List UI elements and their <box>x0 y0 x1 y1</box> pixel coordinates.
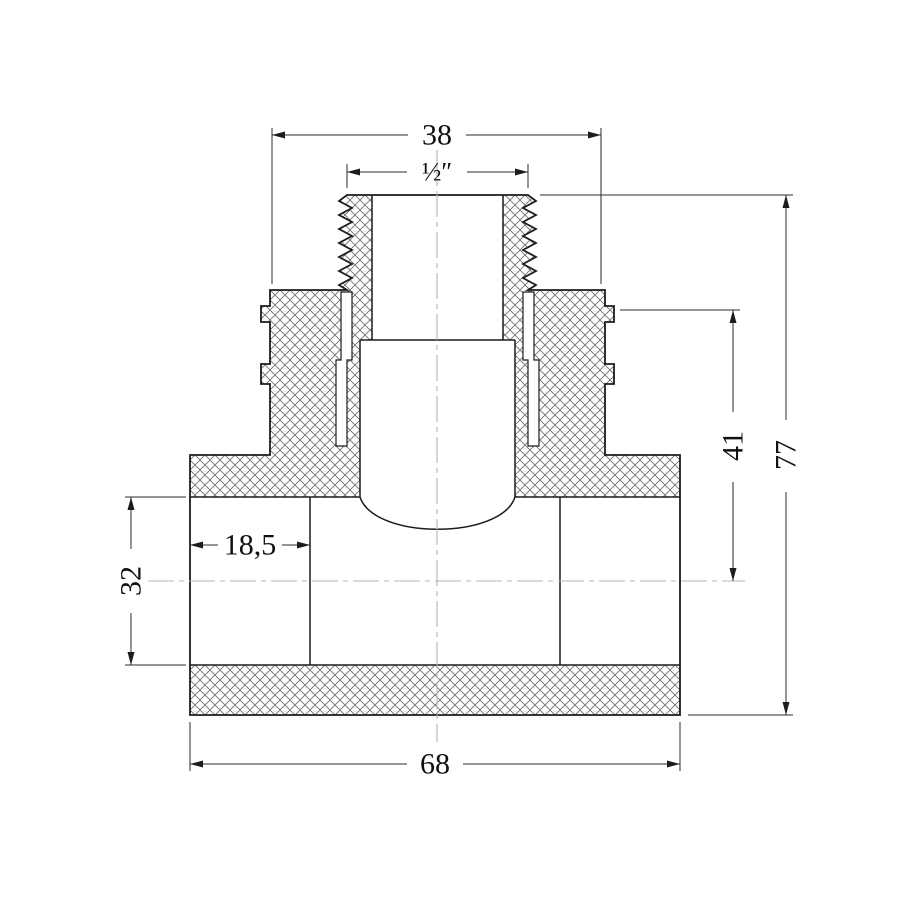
dimension-bore-diameter: 32 <box>115 496 186 666</box>
dimension-value-77: 77 <box>770 440 803 470</box>
dimension-value-32: 32 <box>115 566 148 596</box>
extension-lines <box>271 128 602 284</box>
extension-lines <box>125 496 186 666</box>
left-relief-channel <box>335 291 353 447</box>
arrowhead-bottom <box>782 702 790 715</box>
arrowhead-left <box>190 760 203 768</box>
arrowhead-bottom <box>127 652 135 665</box>
hatch-fill <box>190 195 680 715</box>
dimension-value-38: 38 <box>422 119 452 152</box>
arrowhead-left <box>347 168 360 176</box>
section-hatching <box>190 195 680 715</box>
extension-lines <box>346 164 529 188</box>
arrowhead-right <box>515 168 528 176</box>
extension-lines <box>540 194 793 716</box>
extension-lines <box>189 722 681 771</box>
dimension-top-width: 38 <box>271 119 602 284</box>
dimension-thread-size: ½″ <box>346 158 529 188</box>
arrowhead-top <box>729 310 737 323</box>
dimension-value-68: 68 <box>420 748 450 781</box>
arrowhead-left <box>272 131 285 139</box>
dimension-socket-depth: 18,5 <box>190 529 310 562</box>
arrowhead-right <box>667 760 680 768</box>
dimension-value-thread: ½″ <box>422 158 452 187</box>
dimension-overall-width: 68 <box>189 722 681 781</box>
arrowhead-left <box>190 541 203 549</box>
outer-outline <box>189 194 681 716</box>
right-relief-channel <box>522 291 540 447</box>
dimension-value-41: 41 <box>717 431 750 461</box>
collar-relief-channels <box>335 291 540 447</box>
arrowhead-bottom <box>729 568 737 581</box>
dimension-value-18-5: 18,5 <box>224 529 277 562</box>
fitting-outline <box>189 194 681 716</box>
run-bore-edges <box>190 496 680 666</box>
arrowhead-top <box>782 195 790 208</box>
arrowhead-right <box>297 541 310 549</box>
centerlines <box>148 150 745 742</box>
arrowhead-top <box>127 497 135 510</box>
arrowhead-right <box>588 131 601 139</box>
dimension-overall-height: 77 <box>540 194 803 716</box>
dimension-branch-height: 41 <box>620 309 750 581</box>
